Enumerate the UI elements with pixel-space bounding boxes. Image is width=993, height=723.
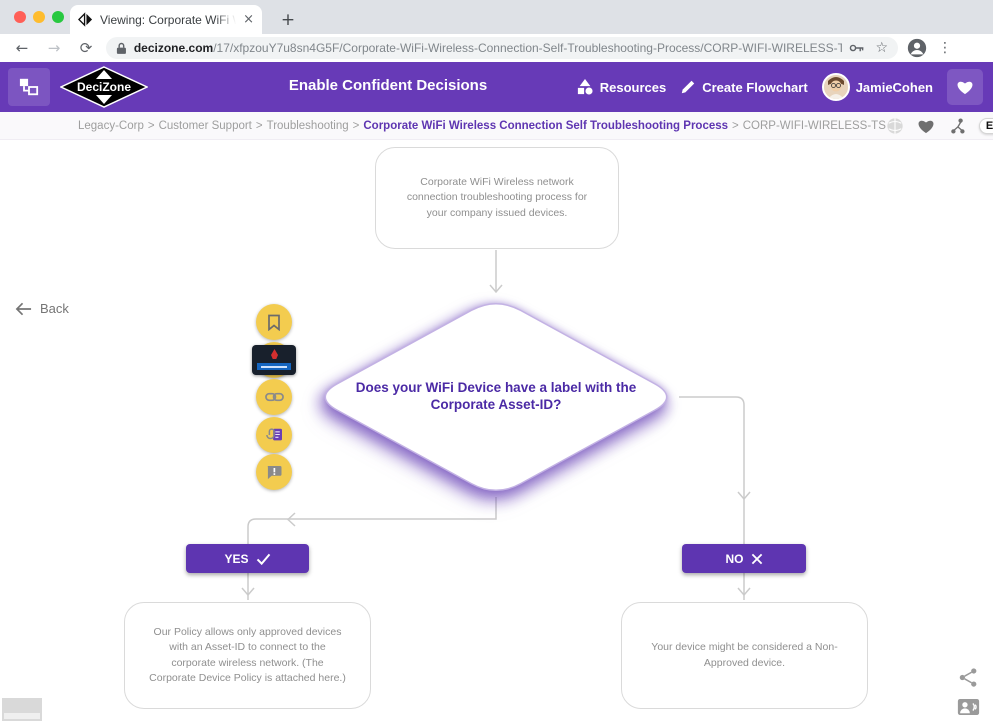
comment-tool-button[interactable] — [256, 454, 292, 490]
minimized-widget[interactable] — [2, 698, 42, 721]
breadcrumb: Legacy-Corp>Customer Support>Troubleshoo… — [78, 119, 886, 132]
decizone-logo[interactable]: DeciZone — [60, 66, 148, 108]
resources-link[interactable]: Resources — [576, 79, 666, 95]
connections-icon[interactable] — [948, 117, 966, 135]
bookmark-tool-button[interactable] — [256, 304, 292, 340]
close-window-button[interactable] — [14, 11, 26, 23]
breadcrumb-item[interactable]: Legacy-Corp — [78, 119, 144, 132]
breadcrumb-bar: Legacy-Corp>Customer Support>Troubleshoo… — [0, 112, 993, 140]
attachment-tool-button[interactable] — [256, 417, 292, 453]
reload-icon[interactable]: ⟳ — [79, 39, 93, 57]
user-menu[interactable]: JamieCohen — [821, 73, 933, 101]
decision-diamond — [324, 302, 668, 492]
question-text: Does your WiFi Device have a label with … — [355, 380, 637, 412]
comment-icon — [267, 465, 282, 479]
bookmark-star-icon[interactable]: ☆ — [875, 40, 888, 56]
minimize-window-button[interactable] — [33, 11, 45, 23]
url-text: decizone.com/17/xfpzouY7u8sn4G5F/Corpora… — [134, 41, 843, 55]
tab-title: Viewing: Corporate WiFi Wirele — [100, 12, 236, 27]
sitemap-icon — [19, 78, 39, 96]
link-tool-button[interactable] — [256, 379, 292, 415]
decizone-favicon — [78, 12, 93, 27]
flowcharts-menu-button[interactable] — [8, 68, 50, 106]
start-node-text: Corporate WiFi Wireless network connecti… — [406, 176, 588, 219]
video-thumb-logo — [271, 349, 278, 359]
attachment-icon — [266, 428, 282, 441]
create-flowchart-label: Create Flowchart — [702, 79, 808, 95]
app-header: DeciZone Enable Confident Decisions Reso… — [0, 62, 993, 112]
yes-label: YES — [224, 551, 249, 566]
share-button[interactable] — [958, 667, 979, 693]
back-nav-icon[interactable]: ← — [15, 39, 29, 57]
forward-nav-icon[interactable]: → — [47, 39, 61, 57]
like-heart-icon[interactable] — [917, 118, 935, 134]
url-domain: decizone.com — [133, 41, 214, 55]
edit-toggle-label: Edit — [985, 119, 993, 132]
user-avatar — [821, 73, 850, 101]
password-key-icon[interactable] — [849, 43, 865, 53]
breadcrumb-active-item[interactable]: Corporate WiFi Wireless Connection Self … — [363, 119, 729, 132]
new-tab-button[interactable]: + — [280, 10, 296, 30]
zoom-window-button[interactable] — [52, 11, 64, 23]
answer-yes-button[interactable]: YES — [186, 544, 309, 573]
breadcrumb-item[interactable]: Troubleshooting — [266, 119, 349, 132]
shapes-icon — [577, 79, 593, 95]
browser-profile-icon[interactable] — [906, 37, 928, 59]
video-thumb-caption — [257, 363, 291, 370]
site-tagline: Enable Confident Decisions — [288, 77, 488, 94]
create-flowchart-link[interactable]: Create Flowchart — [680, 79, 808, 95]
share-icon — [959, 668, 977, 687]
cross-icon — [751, 553, 762, 564]
no-result-node[interactable]: Your device might be considered a Non-Ap… — [621, 602, 868, 709]
heart-icon — [957, 81, 973, 95]
flowchart-canvas[interactable]: Corporate WiFi Wireless network connecti… — [0, 140, 993, 723]
browser-toolbar: ← → ⟳ decizone.com/17/xfpzouY7u8sn4G5F/C… — [0, 34, 993, 62]
back-button[interactable]: Back — [15, 301, 69, 316]
yes-result-text: Our Policy allows only approved devices … — [149, 626, 346, 684]
lock-icon — [116, 42, 126, 54]
video-thumbnail[interactable] — [252, 345, 296, 375]
yes-result-node[interactable]: Our Policy allows only approved devices … — [124, 602, 371, 709]
breadcrumb-current-id: CORP-WIFI-WIRELESS-TS — [742, 119, 886, 132]
check-icon — [256, 553, 270, 565]
back-arrow-icon — [15, 302, 32, 315]
no-result-text: Your device might be considered a Non-Ap… — [651, 641, 838, 669]
tab-strip: Viewing: Corporate WiFi Wirele × + — [0, 0, 993, 34]
tab-close-icon[interactable]: × — [243, 12, 254, 27]
start-node[interactable]: Corporate WiFi Wireless network connecti… — [375, 147, 619, 249]
svg-text:DeciZone: DeciZone — [77, 80, 131, 94]
browser-menu-icon[interactable]: ⋮ — [938, 40, 952, 56]
contact-card-icon — [957, 699, 980, 715]
resources-label: Resources — [599, 79, 667, 95]
edit-toggle[interactable]: Edit — [978, 117, 993, 134]
url-bar[interactable]: decizone.com/17/xfpzouY7u8sn4G5F/Corpora… — [106, 37, 898, 59]
link-icon — [264, 392, 284, 402]
username-label: JamieCohen — [855, 79, 933, 95]
favorites-button[interactable] — [947, 69, 983, 105]
pencil-icon — [681, 80, 695, 94]
no-label: NO — [725, 551, 744, 566]
flowchart-connectors — [241, 250, 751, 600]
url-path: /17/xfpzouY7u8sn4G5F/Corporate-WiFi-Wire… — [213, 41, 843, 55]
back-label: Back — [40, 301, 69, 316]
breadcrumb-item[interactable]: Customer Support — [158, 119, 252, 132]
bookmark-icon — [268, 314, 280, 331]
browser-tab[interactable]: Viewing: Corporate WiFi Wirele × — [70, 5, 262, 34]
globe-icon[interactable] — [886, 117, 904, 135]
contact-button[interactable] — [957, 698, 980, 721]
answer-no-button[interactable]: NO — [682, 544, 806, 573]
